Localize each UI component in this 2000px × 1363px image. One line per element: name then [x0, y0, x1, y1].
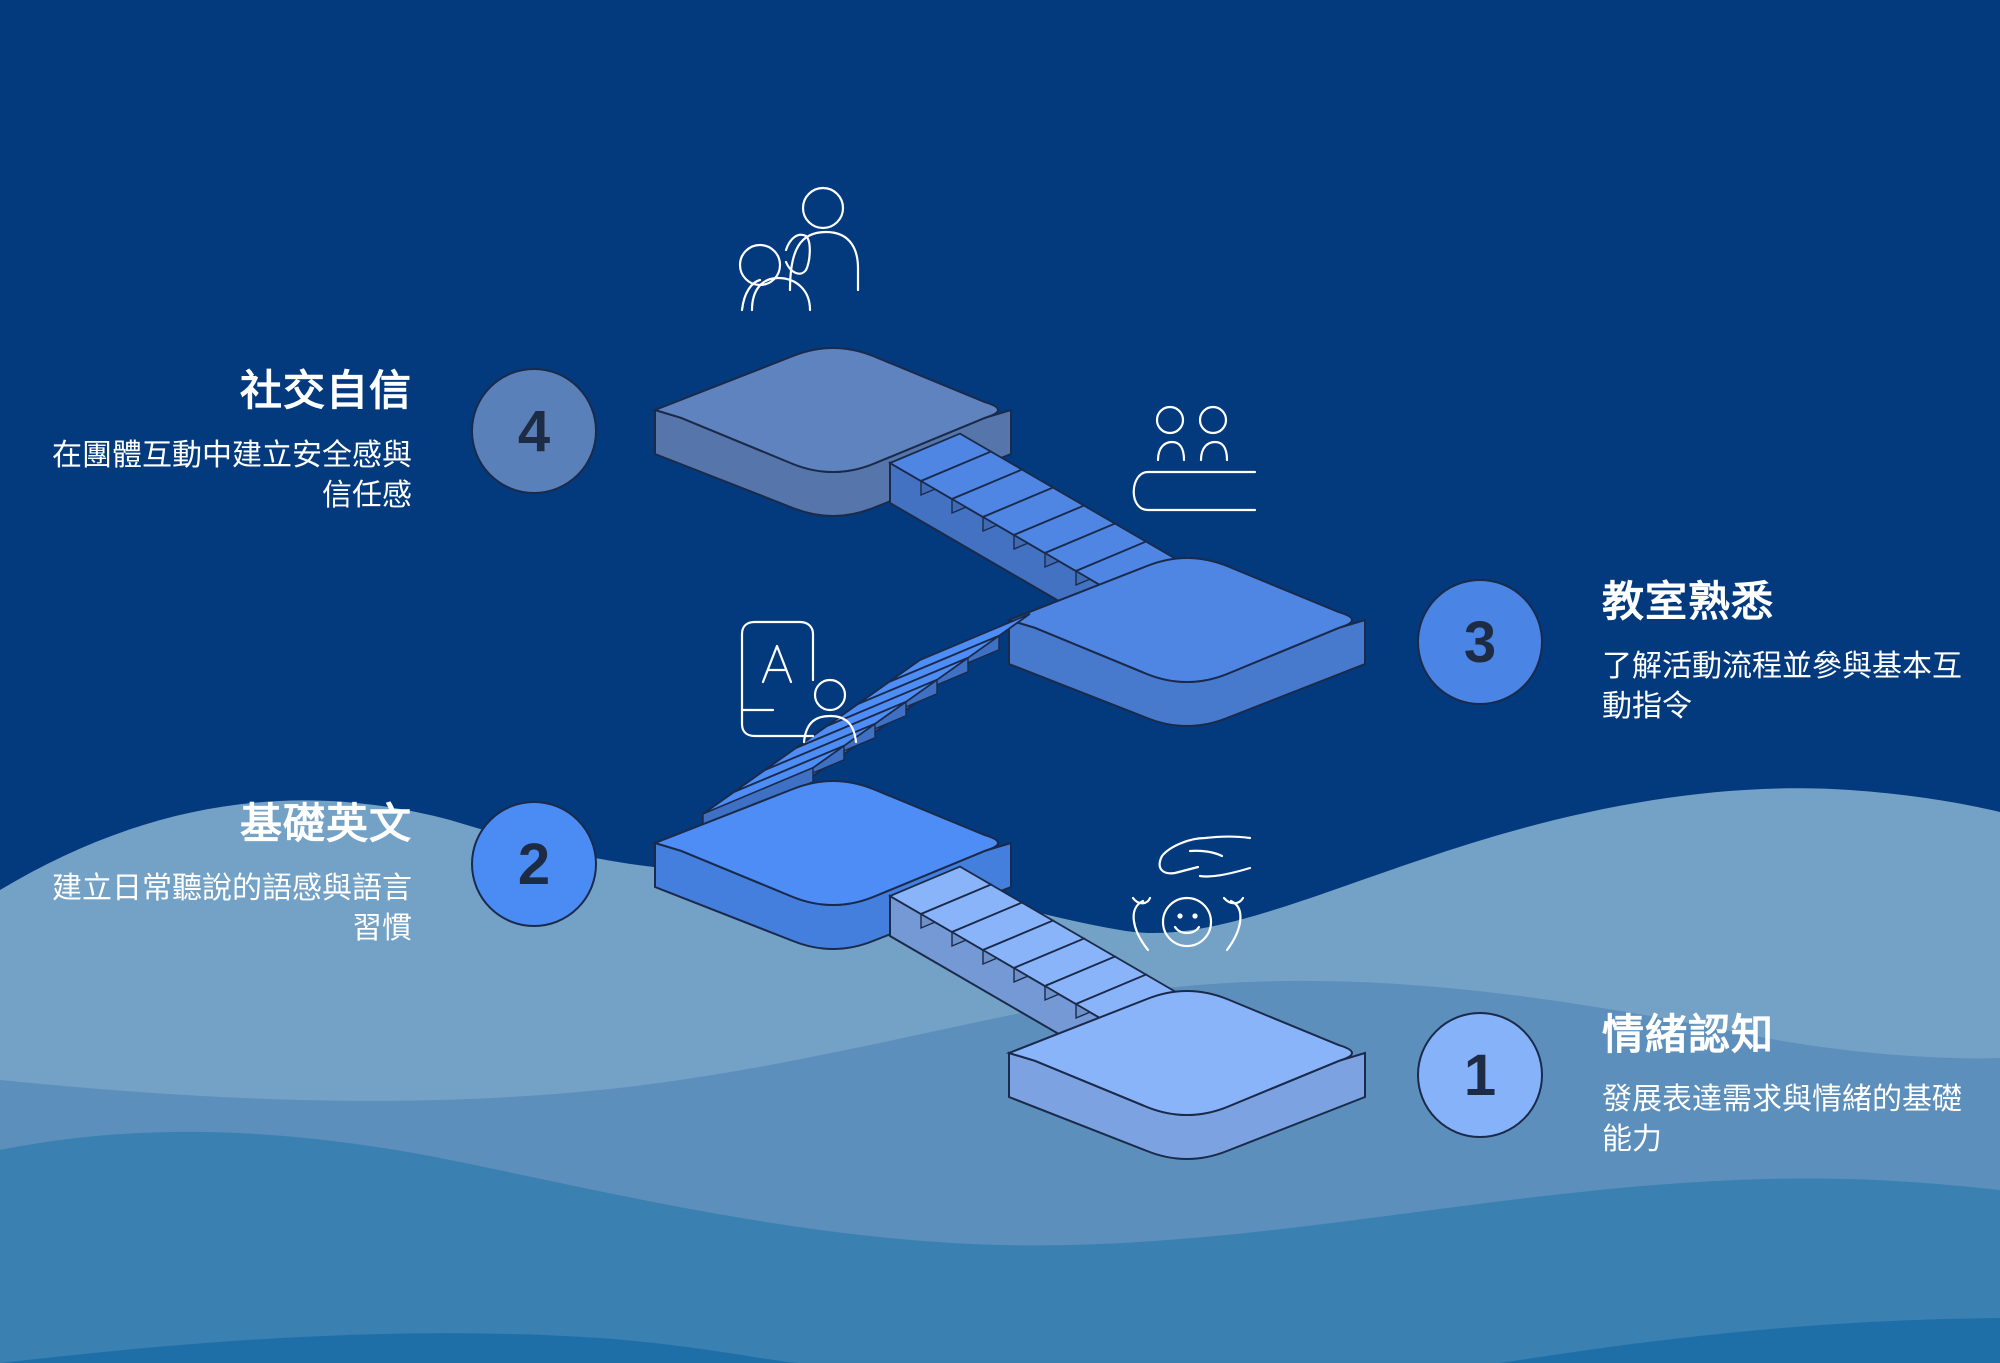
step-4-label: 社交自信 在團體互動中建立安全感與信任感 — [32, 364, 412, 516]
step-3-label: 教室熟悉 了解活動流程並參與基本互動指令 — [1602, 575, 1982, 727]
step-2-description: 建立日常聽說的語感與語言習慣 — [52, 871, 412, 946]
group-support-icon — [738, 186, 860, 312]
step-1-number-circle: 1 — [1417, 1012, 1543, 1138]
platform-1-top — [1005, 990, 1353, 1116]
step-3-description: 了解活動流程並參與基本互動指令 — [1602, 649, 1962, 724]
platform-2-top — [651, 780, 999, 906]
step-2-number: 2 — [517, 831, 551, 897]
step-2-number-circle: 2 — [471, 801, 597, 927]
step-4-number: 4 — [517, 398, 551, 464]
language-learner-icon — [740, 620, 858, 744]
step-4-description: 在團體互動中建立安全感與信任感 — [52, 438, 412, 513]
wave-deep-right — [1500, 1318, 2000, 1363]
step-3-number: 3 — [1463, 609, 1497, 675]
staircase-structure — [651, 347, 1366, 1160]
classroom-desk-icon — [1132, 405, 1257, 512]
step-3-number-circle: 3 — [1417, 579, 1543, 705]
step-1-label: 情緒認知 發展表達需求與情緒的基礎能力 — [1602, 1008, 1982, 1160]
step-3-title: 教室熟悉 — [1602, 577, 1775, 626]
step-1-description: 發展表達需求與情緒的基礎能力 — [1602, 1082, 1962, 1157]
step-1-number: 1 — [1463, 1042, 1497, 1108]
wave-dark — [0, 1131, 2000, 1363]
wave-deep — [0, 1333, 800, 1363]
step-1-title: 情緒認知 — [1602, 1010, 1775, 1059]
step-4-title: 社交自信 — [239, 366, 412, 415]
caring-hand-child-icon — [1131, 835, 1252, 952]
step-4-number-circle: 4 — [471, 368, 597, 494]
step-2-title: 基礎英文 — [239, 799, 412, 848]
platform-4-top — [651, 347, 999, 473]
step-2-label: 基礎英文 建立日常聽說的語感與語言習慣 — [32, 797, 412, 949]
platform-3-top — [1005, 557, 1353, 683]
